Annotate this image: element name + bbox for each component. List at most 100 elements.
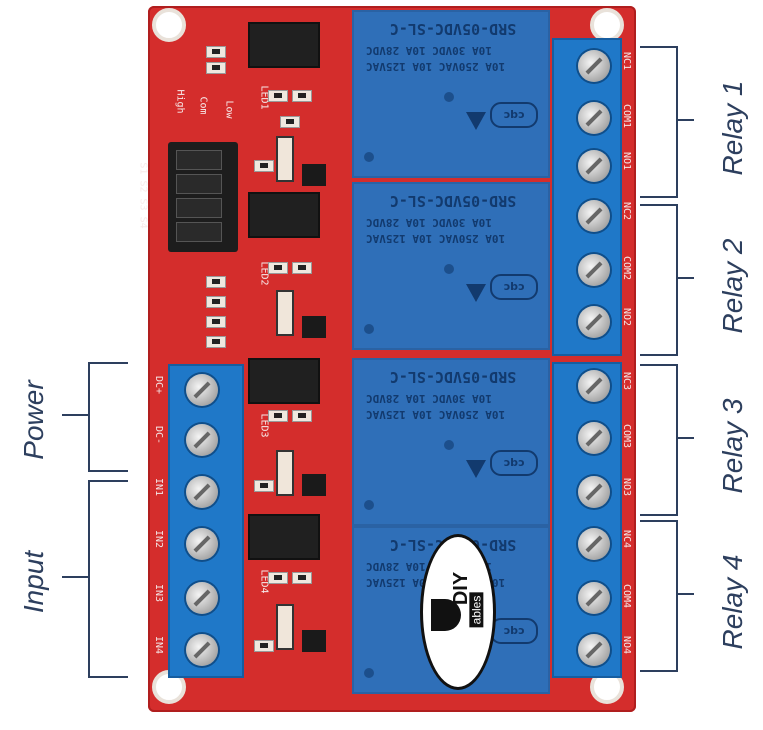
output-pin-label: COM1	[621, 104, 632, 129]
output-terminal-screw[interactable]	[578, 422, 610, 454]
relay-2-bracket-tick	[676, 277, 694, 279]
smd-resistor	[280, 116, 300, 128]
relay-3-bracket	[640, 364, 678, 516]
relay-spec-line-1: 10A 250VAC 10A 125VAC	[366, 408, 506, 421]
input-bracket-tick	[62, 576, 88, 578]
smd-resistor	[206, 46, 226, 58]
relay-spec-line-1: 10A 250VAC 10A 125VAC	[366, 60, 506, 73]
smd-resistor	[268, 262, 288, 274]
input-terminal-screw[interactable]	[186, 582, 218, 614]
output-pin-label: NO1	[621, 152, 632, 171]
transistor-3	[302, 474, 326, 496]
relay-spec-line-1: 10A 250VAC 10A 125VAC	[366, 232, 506, 245]
relay-model-label: SRD-05VDC-SL-C	[389, 368, 517, 386]
relay-2-bracket	[640, 204, 678, 356]
output-pin-label: NC2	[621, 202, 632, 221]
output-pin-label: NO3	[621, 478, 632, 497]
cqc-mark: cqc	[490, 102, 538, 128]
relay-4-bracket	[640, 520, 678, 672]
input-terminal-screw[interactable]	[186, 476, 218, 508]
output-terminal-screw[interactable]	[578, 370, 610, 402]
silk-com: Com	[197, 96, 209, 115]
input-label: Input	[18, 550, 49, 614]
optocoupler-4	[248, 514, 320, 560]
optocoupler-3	[248, 358, 320, 404]
relay-dot	[444, 92, 454, 102]
output-terminal-screw[interactable]	[578, 50, 610, 82]
transistor-1	[302, 164, 326, 186]
input-terminal-screw[interactable]	[186, 528, 218, 560]
warning-triangle-icon	[466, 284, 486, 302]
warning-triangle-icon	[466, 112, 486, 130]
output-terminal-screw[interactable]	[578, 254, 610, 286]
smd-resistor	[292, 262, 312, 274]
cqc-mark: cqc	[490, 618, 538, 644]
input-pin-label: DC-	[153, 426, 164, 445]
jumper-cap-s4[interactable]	[176, 222, 222, 242]
cqc-mark: cqc	[490, 450, 538, 476]
output-terminal-block-3-4	[552, 362, 622, 678]
smd-resistor	[254, 640, 274, 652]
power-bracket-tick	[62, 414, 88, 416]
relay-dot	[364, 152, 374, 162]
jumper-cap-s1[interactable]	[176, 150, 222, 170]
relay-dot	[444, 264, 454, 274]
logo-ables-text: ables	[469, 592, 484, 628]
output-pin-label: COM4	[621, 584, 632, 609]
output-pin-label: COM3	[621, 424, 632, 449]
output-terminal-screw[interactable]	[578, 150, 610, 182]
diode-1	[276, 136, 294, 182]
relay-1: SRD-05VDC-SL-C 10A 30VDC 10A 28VDC 10A 2…	[352, 10, 550, 178]
input-pin-label: IN4	[153, 636, 164, 655]
output-terminal-screw[interactable]	[578, 634, 610, 666]
mounting-hole-top-left	[152, 8, 186, 42]
diode-2	[276, 290, 294, 336]
output-terminal-screw[interactable]	[578, 476, 610, 508]
input-terminal-screw[interactable]	[186, 634, 218, 666]
optocoupler-1	[248, 22, 320, 68]
transistor-2	[302, 316, 326, 338]
smd-resistor	[292, 572, 312, 584]
relay-spec-line-2: 10A 30VDC 10A 28VDC	[366, 44, 492, 57]
relay-1-bracket	[640, 46, 678, 198]
silk-high: High	[174, 89, 186, 114]
output-terminal-screw[interactable]	[578, 582, 610, 614]
relay-4-bracket-tick	[676, 593, 694, 595]
smd-resistor	[268, 410, 288, 422]
output-pin-label: NC1	[621, 52, 632, 71]
relay-model-label: SRD-05VDC-SL-C	[389, 192, 517, 210]
power-bracket	[88, 362, 128, 472]
logo-mark-icon	[431, 599, 461, 631]
input-pin-label: DC+	[153, 376, 164, 395]
relay-spec-line-2: 10A 30VDC 10A 28VDC	[366, 392, 492, 405]
cqc-mark: cqc	[490, 274, 538, 300]
relay-dot	[444, 440, 454, 450]
input-terminal-screw[interactable]	[186, 424, 218, 456]
smd-resistor	[292, 90, 312, 102]
relay-2: SRD-05VDC-SL-C 10A 30VDC 10A 28VDC 10A 2…	[352, 182, 550, 350]
input-terminal-screw[interactable]	[186, 374, 218, 406]
output-terminal-screw[interactable]	[578, 200, 610, 232]
output-terminal-screw[interactable]	[578, 102, 610, 134]
silk-low: Low	[223, 100, 235, 119]
optocoupler-2	[248, 192, 320, 238]
output-terminal-screw[interactable]	[578, 306, 610, 338]
smd-resistor	[206, 296, 226, 308]
relay-dot	[364, 500, 374, 510]
relay-2-label: Relay 2	[717, 238, 748, 334]
output-pin-label: NO4	[621, 636, 632, 655]
jumper-cap-s3[interactable]	[176, 198, 222, 218]
power-label: Power	[18, 380, 49, 460]
relay-spec-line-2: 10A 30VDC 10A 28VDC	[366, 216, 492, 229]
relay-3-bracket-tick	[676, 437, 694, 439]
smd-resistor	[292, 410, 312, 422]
output-pin-label: NC3	[621, 372, 632, 391]
jumper-cap-s2[interactable]	[176, 174, 222, 194]
smd-resistor	[268, 572, 288, 584]
diyables-logo: DIY ables	[420, 534, 496, 690]
silk-switches: S1 S2 S3 S4	[137, 162, 149, 229]
output-terminal-screw[interactable]	[578, 528, 610, 560]
transistor-4	[302, 630, 326, 652]
smd-resistor	[254, 480, 274, 492]
input-pin-label: IN1	[153, 478, 164, 497]
